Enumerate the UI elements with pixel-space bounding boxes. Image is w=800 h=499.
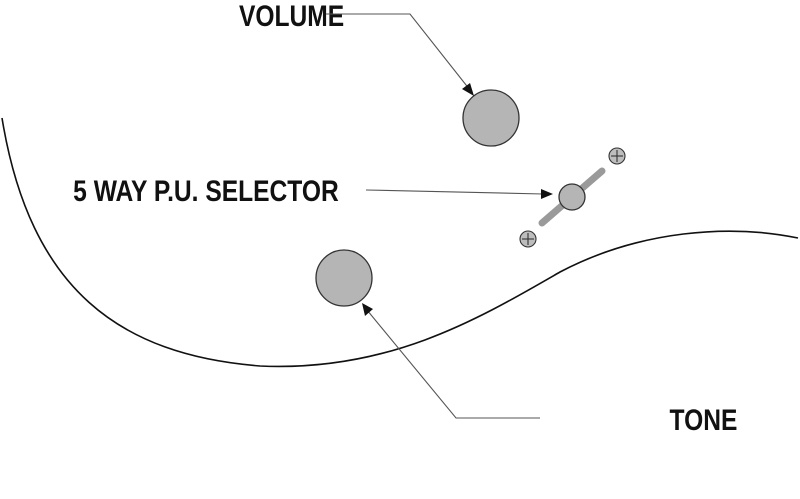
selector-leader-line bbox=[365, 189, 544, 195]
tone-knob bbox=[315, 249, 373, 307]
selector-callout: 5 WAY P.U. SELECTOR bbox=[73, 174, 553, 208]
volume-knob bbox=[462, 89, 520, 147]
guitar-body-outline bbox=[1, 117, 799, 368]
volume-callout: VOLUME bbox=[239, 0, 474, 96]
tone-leader-line bbox=[366, 309, 540, 419]
screw-icon bbox=[519, 230, 537, 248]
tone-label: TONE bbox=[670, 403, 738, 437]
tone-arrowhead bbox=[362, 303, 373, 316]
tone-callout: TONE bbox=[362, 303, 737, 437]
selector-arrowhead bbox=[541, 189, 553, 199]
volume-leader-line bbox=[326, 13, 471, 91]
volume-label: VOLUME bbox=[239, 0, 344, 33]
pickup-selector-switch bbox=[519, 147, 626, 248]
selector-label: 5 WAY P.U. SELECTOR bbox=[73, 174, 339, 208]
screw-icon bbox=[608, 147, 626, 165]
selector-tip bbox=[558, 183, 586, 211]
volume-arrowhead bbox=[462, 83, 474, 96]
